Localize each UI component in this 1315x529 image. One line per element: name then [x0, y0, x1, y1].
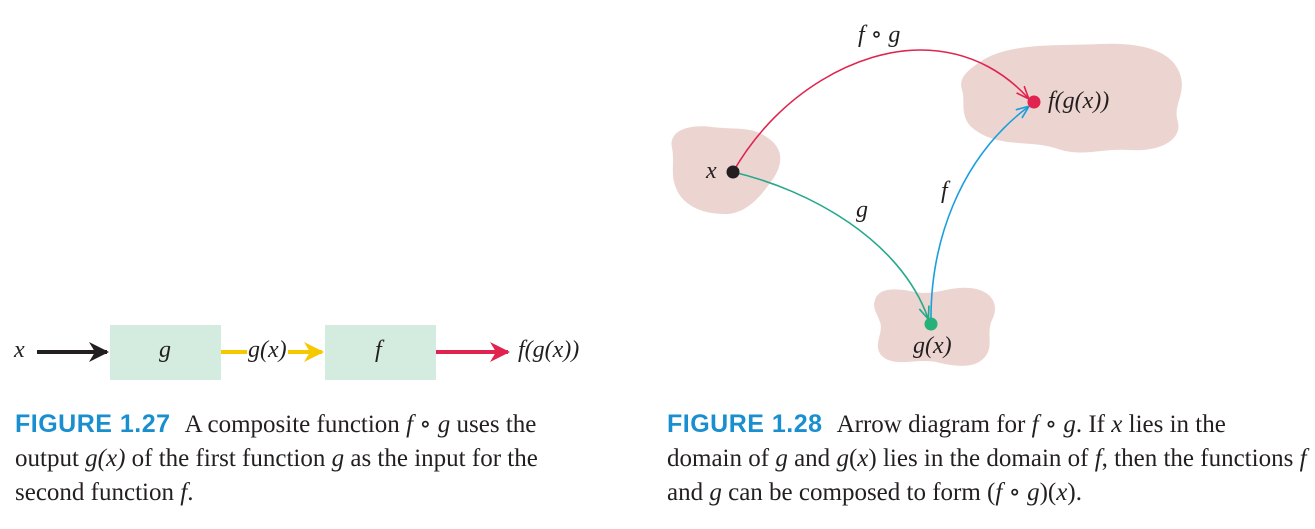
- f-box: [325, 325, 436, 380]
- g-arrow: [732, 171, 928, 318]
- input-x-label: x: [14, 337, 25, 363]
- g-box-label: g: [159, 337, 171, 363]
- fgx-point: [1027, 95, 1041, 109]
- mid-gx-label: g(x): [248, 337, 287, 363]
- range-f-blob: [961, 43, 1182, 153]
- figure-number: FIGURE 1.27: [15, 410, 171, 438]
- gx-label: g(x): [913, 333, 952, 359]
- x-point: [726, 165, 740, 179]
- caption-body: Arrow diagram for f ∘ g. If x lies in th…: [667, 411, 1307, 506]
- gx-point: [924, 317, 938, 331]
- composite-arrow: [732, 49, 1028, 173]
- f-arrow-label: f: [941, 178, 948, 204]
- f-arrow: [930, 107, 1028, 324]
- f-box-label: f: [375, 337, 382, 363]
- x-label: x: [706, 158, 717, 184]
- fgx-label: f(g(x)): [1048, 88, 1110, 114]
- domain-g-blob: [671, 126, 781, 214]
- composite-label: f ∘ g: [858, 22, 901, 48]
- figure-number: FIGURE 1.28: [667, 410, 823, 438]
- output-fgx-label: f(g(x)): [518, 337, 580, 363]
- g-arrow-label: g: [856, 197, 868, 223]
- g-box: [110, 325, 221, 380]
